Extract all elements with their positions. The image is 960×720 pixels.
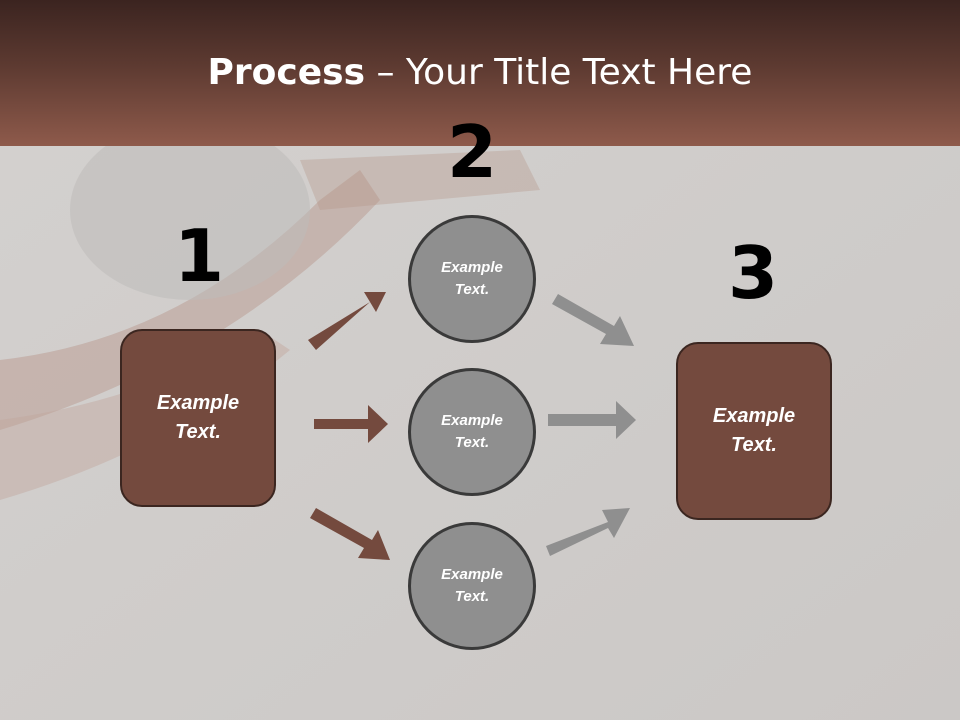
circle-bottom-text: Example Text. — [441, 565, 503, 606]
arrow-to-top-circle — [308, 292, 386, 350]
title-rest: – Your Title Text Here — [365, 52, 753, 93]
arrow-from-middle-circle — [548, 401, 636, 439]
slide-title: Process – Your Title Text Here — [0, 52, 960, 93]
left-box: Example Text. — [120, 329, 276, 507]
circle-middle-text: Example Text. — [441, 411, 503, 452]
arrow-to-bottom-circle — [310, 508, 390, 560]
right-box-text: Example Text. — [712, 405, 796, 456]
circle-top: Example Text. — [408, 215, 536, 343]
left-box-text: Example Text. — [156, 392, 240, 443]
step-number-2: 2 — [446, 110, 498, 194]
right-box: Example Text. — [676, 342, 832, 520]
title-bold: Process — [207, 52, 366, 93]
title-bar — [0, 0, 960, 146]
step-number-3: 3 — [727, 231, 779, 315]
arrow-from-bottom-circle — [546, 508, 630, 556]
arrow-from-top-circle — [552, 294, 634, 346]
circle-top-text: Example Text. — [441, 258, 503, 299]
step-number-1: 1 — [173, 214, 225, 298]
circle-middle: Example Text. — [408, 368, 536, 496]
arrow-to-middle-circle — [314, 405, 388, 443]
circle-bottom: Example Text. — [408, 522, 536, 650]
